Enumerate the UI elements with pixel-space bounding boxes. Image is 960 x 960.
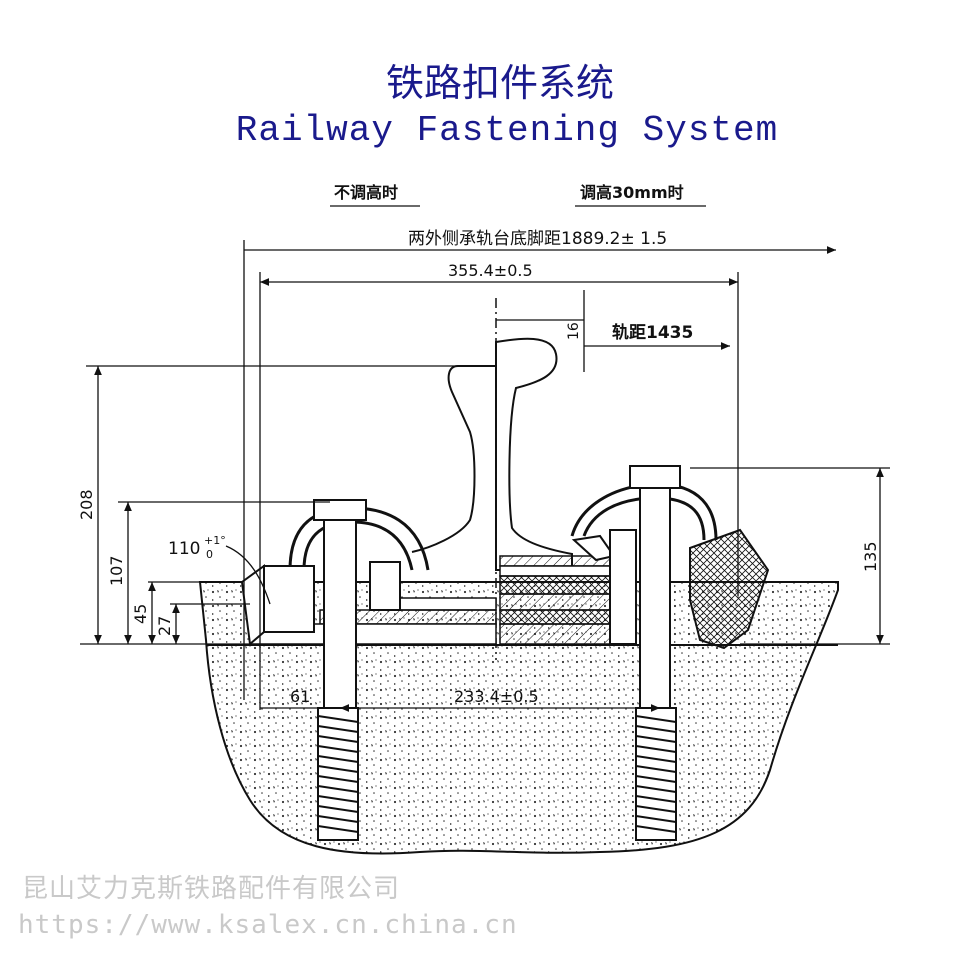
left-rail-clip <box>240 506 430 646</box>
label-angle-tol-sub: 0 <box>206 548 213 561</box>
watermark-url: https://www.ksalex.cn.china.cn <box>18 910 518 940</box>
left-anchor-coil <box>317 707 359 841</box>
label-adjust-30: 调高30mm时 <box>580 183 684 202</box>
label-height-45: 45 <box>131 604 150 624</box>
label-outer-width: 两外侧承轨台底脚距1889.2± 1.5 <box>408 229 667 249</box>
label-spacing-233: 233.4±0.5 <box>454 687 539 706</box>
label-angle-tol-sup: +1° <box>204 534 226 547</box>
label-dim-61: 61 <box>290 687 310 706</box>
label-gauge: 轨距1435 <box>612 322 693 343</box>
pad-stack-right <box>499 555 631 645</box>
label-gauge-offset: 16 <box>566 322 582 340</box>
label-height-208: 208 <box>77 489 96 520</box>
label-angle: 110 <box>168 539 200 559</box>
rail-section <box>495 337 573 571</box>
label-height-135: 135 <box>861 541 880 572</box>
right-bolt <box>629 465 681 709</box>
title-chinese: 铁路扣件系统 <box>385 61 614 105</box>
label-spacing-355: 355.4±0.5 <box>448 261 533 280</box>
label-height-107: 107 <box>107 555 126 586</box>
title-english: Railway Fastening System <box>235 110 779 151</box>
right-anchor-coil <box>635 707 677 841</box>
concrete-sleeper <box>198 581 839 855</box>
label-height-27: 27 <box>155 616 174 636</box>
label-no-adjust: 不调高时 <box>334 183 398 202</box>
watermark-company: 昆山艾力克斯铁路配件有限公司 <box>22 874 401 904</box>
right-gauge-block <box>689 528 770 650</box>
